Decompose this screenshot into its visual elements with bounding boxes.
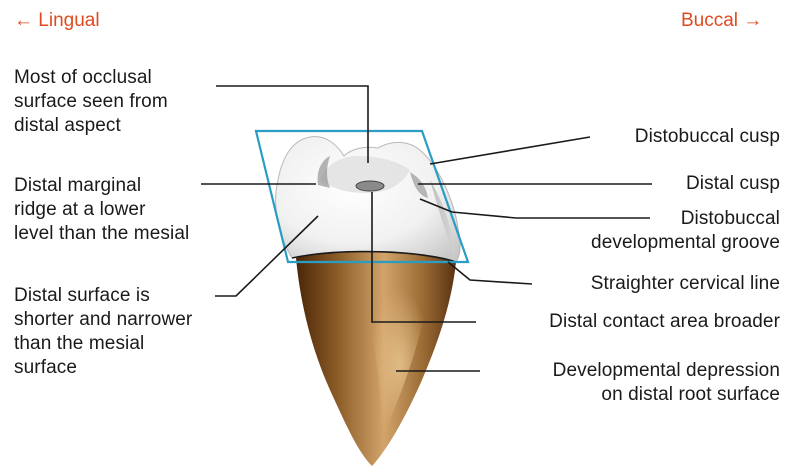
label-line: shorter and narrower [14, 308, 192, 332]
label-distal-cusp: Distal cusp [686, 172, 780, 196]
label-line: developmental groove [591, 231, 780, 255]
label-line: Distal cusp [686, 172, 780, 196]
leader-cervical-line [448, 262, 532, 284]
label-line: Most of occlusal [14, 66, 168, 90]
label-line: Distobuccal [591, 207, 780, 231]
label-cervical-line: Straighter cervical line [591, 272, 780, 296]
label-line: Straighter cervical line [591, 272, 780, 296]
label-line: Developmental depression [553, 359, 780, 383]
label-distal-marginal-ridge: Distal marginal ridge at a lower level t… [14, 174, 189, 246]
label-line: Distal contact area broader [549, 310, 780, 334]
label-line: Distal surface is [14, 284, 192, 308]
label-distal-surface: Distal surface is shorter and narrower t… [14, 284, 192, 380]
label-developmental-depression: Developmental depression on distal root … [553, 359, 780, 407]
distal-contact-area [356, 181, 384, 191]
label-line: surface seen from [14, 90, 168, 114]
leader-distobuccal-cusp [430, 137, 590, 164]
label-line: surface [14, 356, 192, 380]
label-line: distal aspect [14, 114, 168, 138]
label-occlusal-surface: Most of occlusal surface seen from dista… [14, 66, 168, 138]
label-distobuccal-groove: Distobuccal developmental groove [591, 207, 780, 255]
label-contact-area: Distal contact area broader [549, 310, 780, 334]
label-distobuccal-cusp: Distobuccal cusp [635, 125, 780, 149]
label-line: Distobuccal cusp [635, 125, 780, 149]
label-line: than the mesial [14, 332, 192, 356]
label-line: on distal root surface [553, 383, 780, 407]
label-line: level than the mesial [14, 222, 189, 246]
label-line: Distal marginal [14, 174, 189, 198]
label-line: ridge at a lower [14, 198, 189, 222]
